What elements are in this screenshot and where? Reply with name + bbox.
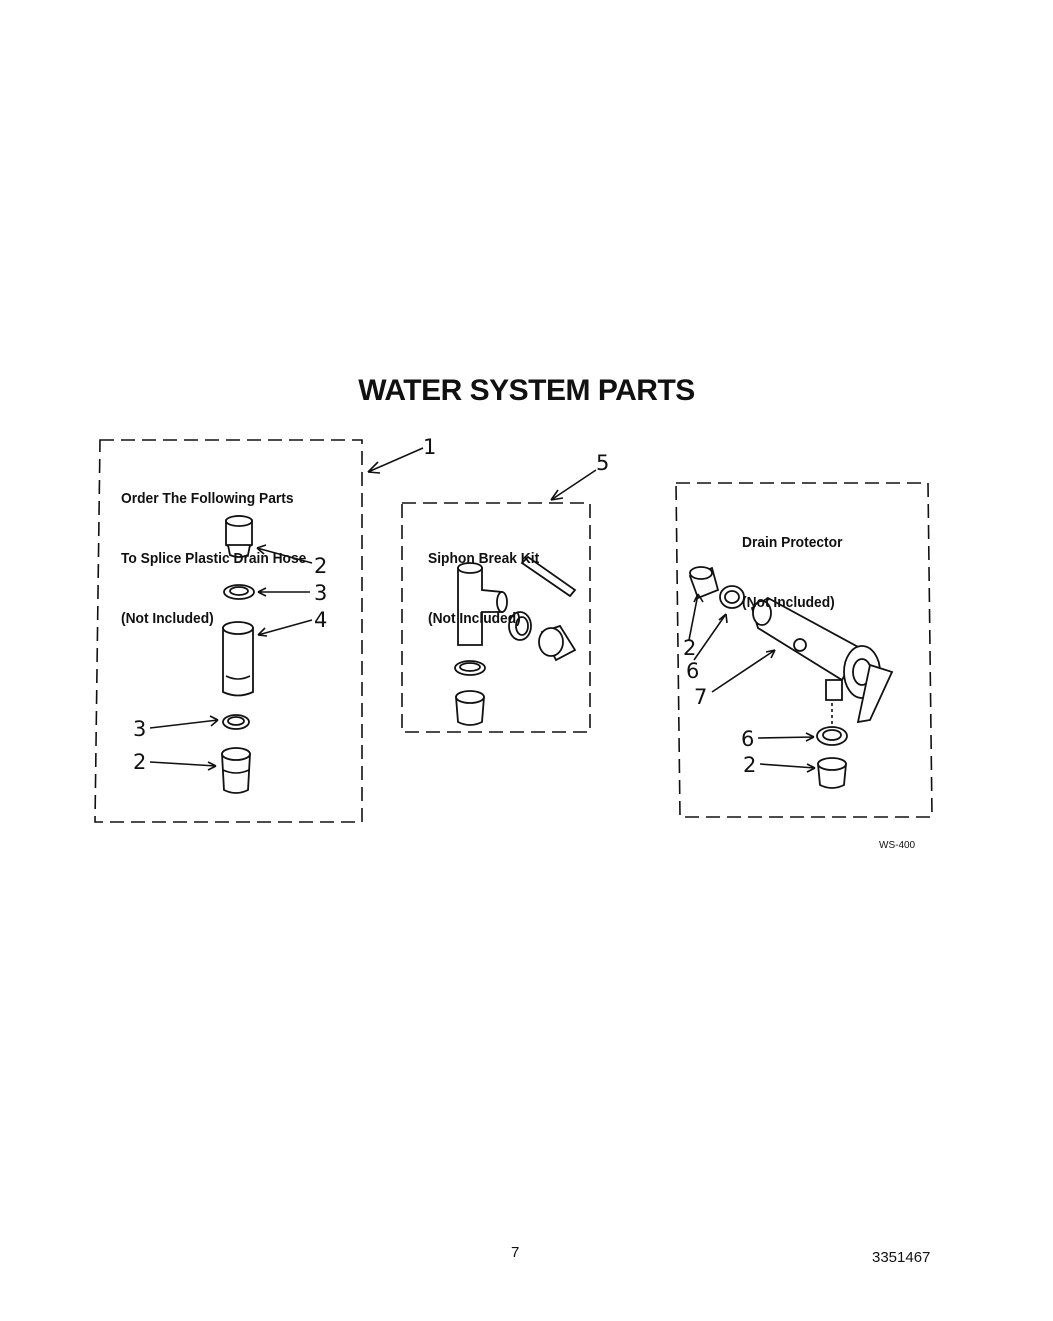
callout-drain-6-bottom: 6 [741,727,755,751]
callout-drain-7: 7 [694,685,708,709]
drain-protector-label: Drain Protector (Not Included) [742,493,842,633]
callout-splice-3-bottom: 3 [133,717,147,741]
callout-splice-3-top: 3 [314,581,328,605]
callout-drain-2-bottom: 2 [743,753,757,777]
drain-protector-label-line: Drain Protector [742,534,843,551]
document-number: 3351467 [872,1249,931,1266]
splice-kit-label-line: Order The Following Parts [121,490,294,507]
figure-code: WS-400 [879,840,916,851]
siphon-parts [454,555,577,726]
callout-1: 1 [423,435,437,459]
page-title: WATER SYSTEM PARTS [358,374,695,407]
splice-kit-label-line: To Splice Plastic Drain Hose [121,550,307,567]
callout-drain-2-top: 2 [683,636,697,660]
splice-kit-label: Order The Following Parts To Splice Plas… [121,449,306,649]
splice-kit-box [94,439,363,823]
splice-kit-label-line: (Not Included) [121,610,214,627]
callout-drain-6-top: 6 [686,659,700,683]
callout-splice-4: 4 [314,608,328,632]
drain-protector-label-line: (Not Included) [742,594,835,611]
page-number: 7 [511,1244,520,1261]
drain-protector-box [675,482,933,818]
siphon-kit-label-line: Siphon Break Kit [428,550,540,567]
callout-splice-2-bottom: 2 [133,750,147,774]
splice-parts [221,515,255,794]
callout-5: 5 [596,451,610,475]
siphon-kit-box [401,502,591,733]
callout-splice-2-top: 2 [314,554,328,578]
siphon-kit-label: Siphon Break Kit (Not Included) [428,509,539,649]
siphon-kit-label-line: (Not Included) [428,610,521,627]
drain-protector-parts [688,566,894,789]
